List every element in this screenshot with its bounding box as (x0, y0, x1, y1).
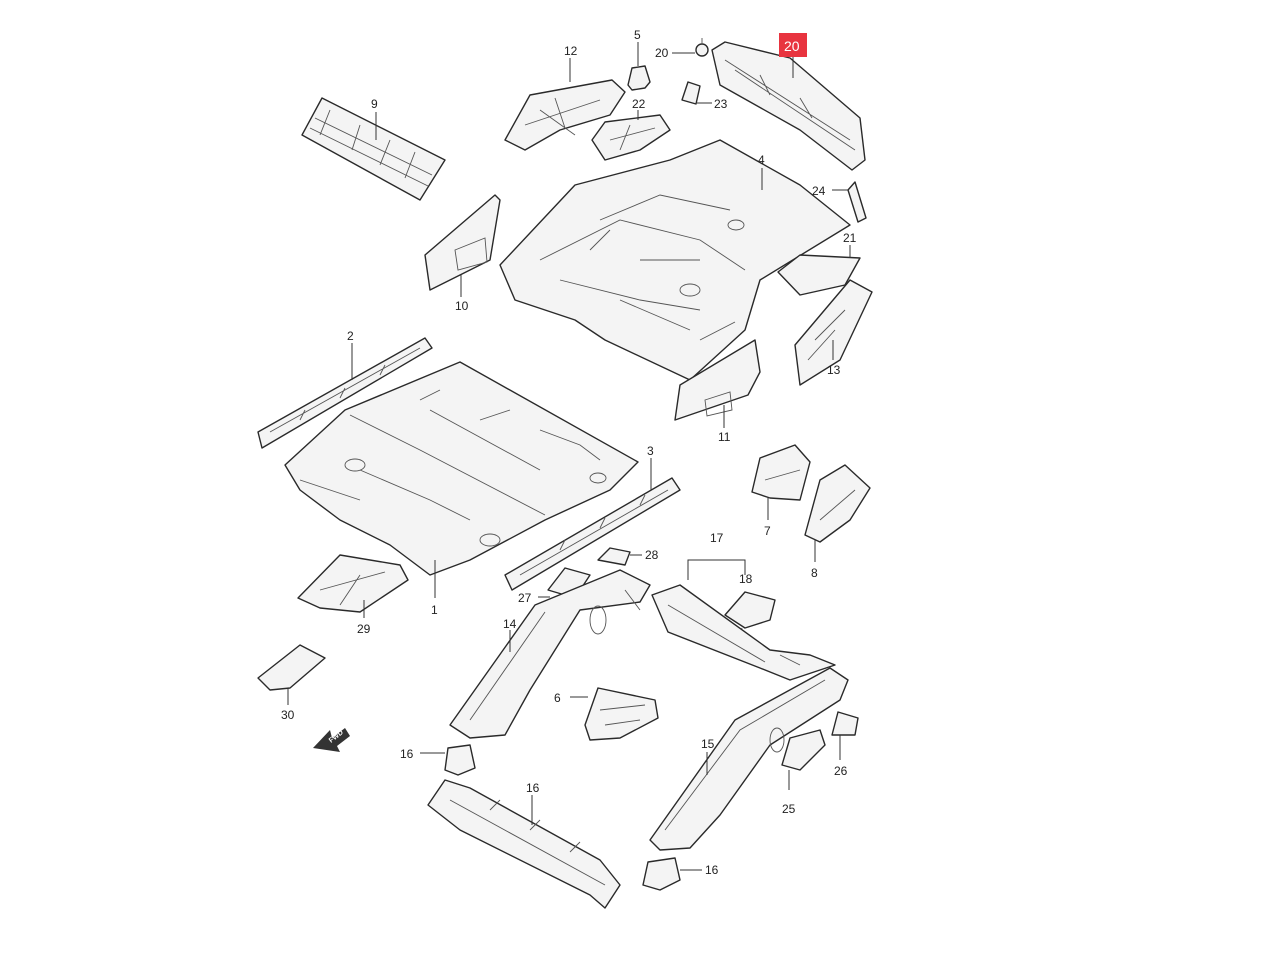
callout-16-lower[interactable]: 16 (705, 863, 719, 877)
part-30[interactable] (297, 554, 409, 613)
callout-28[interactable]: 27 (518, 591, 532, 605)
part-3[interactable] (504, 477, 681, 591)
part-2[interactable] (257, 337, 433, 449)
callout-17[interactable]: 16 (526, 781, 540, 795)
callout-7[interactable]: 7 (764, 524, 771, 538)
part-6[interactable] (584, 687, 659, 741)
part-16-upper[interactable] (444, 744, 476, 776)
part-15[interactable] (649, 667, 849, 851)
callout-31[interactable]: 30 (281, 708, 295, 722)
callout-1[interactable]: 1 (431, 603, 438, 617)
part-12[interactable] (504, 79, 626, 151)
callout-2[interactable]: 2 (347, 329, 354, 343)
part-27[interactable] (831, 711, 859, 736)
part-18[interactable] (651, 584, 836, 681)
callout-9[interactable]: 9 (371, 97, 378, 111)
part-11[interactable] (674, 339, 761, 421)
part-31[interactable] (257, 644, 326, 691)
part-26[interactable] (781, 729, 826, 771)
part-1[interactable] (284, 361, 639, 576)
callout-20-highlight (779, 33, 807, 57)
callout-27[interactable]: 26 (834, 764, 848, 778)
part-20[interactable] (711, 41, 866, 171)
callout-29[interactable]: 28 (645, 548, 659, 562)
part-21[interactable] (695, 38, 709, 57)
part-25[interactable] (847, 181, 867, 223)
part-23[interactable] (591, 114, 671, 161)
callout-8[interactable]: 8 (811, 566, 818, 580)
part-22[interactable] (777, 254, 861, 296)
part-17[interactable] (427, 779, 621, 909)
callout-15[interactable]: 15 (701, 737, 715, 751)
callout-23[interactable]: 22 (632, 97, 646, 111)
callout-10[interactable]: 10 (455, 299, 469, 313)
callout-3[interactable]: 3 (647, 444, 654, 458)
part-14[interactable] (449, 569, 651, 739)
callout-5[interactable]: 5 (634, 28, 641, 42)
part-4[interactable] (499, 139, 851, 381)
callout-21[interactable]: 20 (655, 46, 669, 60)
callout-30[interactable]: 29 (357, 622, 371, 636)
callout-11[interactable]: 11 (718, 430, 731, 444)
callout-26[interactable]: 25 (782, 802, 796, 816)
callout-18[interactable]: 17 (710, 531, 724, 545)
part-29[interactable] (597, 547, 631, 566)
part-9[interactable] (301, 97, 446, 201)
callout-6[interactable]: 6 (554, 691, 561, 705)
callout-24[interactable]: 23 (714, 97, 728, 111)
callout-20[interactable]: 20 (784, 38, 800, 54)
callout-4[interactable]: 4 (758, 153, 765, 167)
leader-18 (687, 559, 746, 580)
part-8[interactable] (804, 464, 871, 543)
part-7[interactable] (751, 444, 811, 501)
part-5[interactable] (627, 65, 651, 91)
callout-19[interactable]: 18 (739, 572, 753, 586)
callout-13[interactable]: 13 (827, 363, 841, 377)
callout-14[interactable]: 14 (503, 617, 517, 631)
callout-22[interactable]: 21 (843, 231, 857, 245)
part-24[interactable] (681, 81, 701, 105)
callout-16-upper[interactable]: 16 (400, 747, 414, 761)
callout-12[interactable]: 12 (564, 44, 578, 58)
callout-25[interactable]: 24 (812, 184, 826, 198)
fwd-arrow-icon (313, 728, 350, 752)
part-16-lower[interactable] (642, 857, 681, 891)
part-13[interactable] (794, 279, 873, 386)
part-10[interactable] (424, 194, 501, 291)
